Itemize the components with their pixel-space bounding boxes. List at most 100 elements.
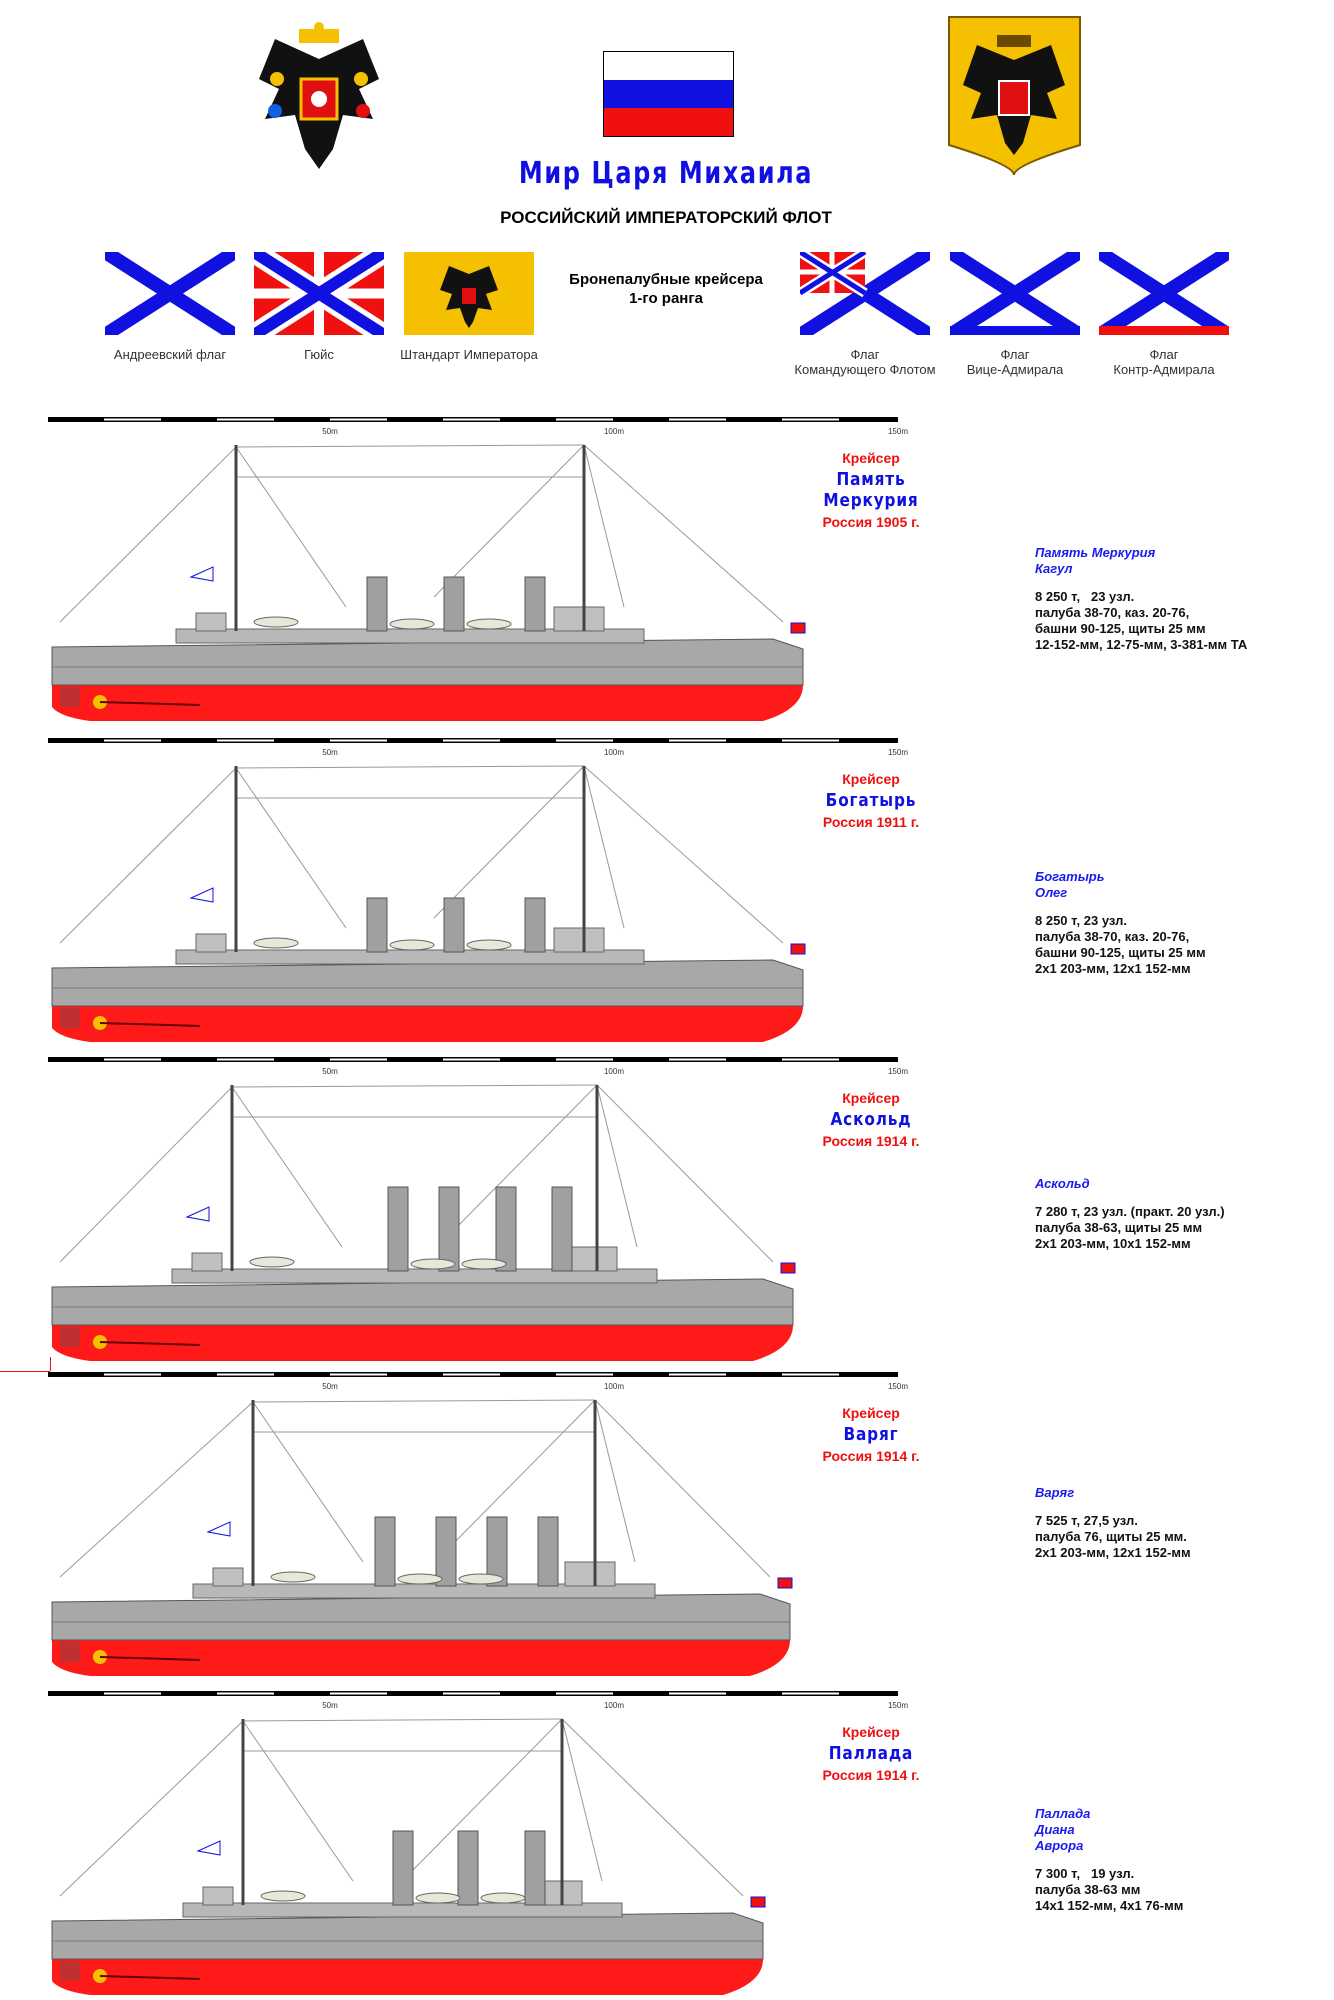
ship-name: Аскольд bbox=[830, 1109, 912, 1130]
page-title: Мир Царя Михаила bbox=[518, 156, 814, 191]
scale-label: 50m bbox=[322, 1701, 338, 1710]
rigging-line bbox=[252, 1399, 596, 1403]
spec-line: 14x1 152-мм, 4x1 76-мм bbox=[1035, 1898, 1184, 1913]
boat bbox=[415, 1892, 461, 1904]
ensign-flag bbox=[189, 887, 214, 903]
underwater-hull bbox=[52, 1959, 763, 1995]
rigging-line bbox=[444, 1399, 596, 1553]
flag-label: Штандарт Императора bbox=[400, 347, 538, 362]
funnel bbox=[438, 1186, 460, 1272]
scale-label: 100m bbox=[604, 748, 624, 757]
jack-flag bbox=[790, 622, 806, 634]
ship-name: Богатырь bbox=[825, 790, 917, 811]
superstructure bbox=[171, 1268, 658, 1284]
scale-bar-segment bbox=[104, 1692, 161, 1695]
flag-label: Гюйс bbox=[304, 347, 334, 362]
scale-bar-segment bbox=[217, 1058, 274, 1061]
scale-label: 50m bbox=[322, 427, 338, 436]
rigging-line bbox=[594, 1399, 771, 1578]
scale-bar-segment bbox=[330, 739, 387, 742]
rigging-line bbox=[594, 1399, 636, 1563]
ship-class-name: Кагул bbox=[1035, 561, 1073, 576]
funnel bbox=[486, 1516, 508, 1587]
rudder bbox=[60, 1008, 80, 1028]
rigging-line bbox=[59, 767, 237, 944]
boat bbox=[270, 1571, 316, 1583]
ensign-flag bbox=[196, 1840, 221, 1856]
hull bbox=[51, 959, 804, 1007]
spec-line: палуба 38-70, каз. 20-76, bbox=[1035, 929, 1190, 944]
scale-label: 100m bbox=[604, 1382, 624, 1391]
funnel bbox=[495, 1186, 517, 1272]
scale-bar-segment bbox=[217, 418, 274, 421]
bridge bbox=[553, 927, 605, 953]
ship-class-name: Варяг bbox=[1035, 1485, 1075, 1500]
scale-bar-segment bbox=[669, 1692, 726, 1695]
underwater-hull bbox=[52, 685, 803, 721]
spec-line: башни 90-125, щиты 25 мм bbox=[1035, 945, 1206, 960]
flag-label: Андреевский флаг bbox=[113, 347, 227, 362]
jack-flag bbox=[750, 1896, 766, 1908]
funnel bbox=[524, 897, 546, 953]
ensign-flag bbox=[189, 566, 214, 582]
scale-bar-segment bbox=[104, 418, 161, 421]
ensign-flag bbox=[206, 1521, 231, 1537]
aft-bridge bbox=[195, 933, 227, 953]
scale-label: 50m bbox=[322, 748, 338, 757]
boat bbox=[397, 1573, 443, 1585]
marker-line bbox=[50, 1357, 51, 1371]
ship-class-name: Богатырь bbox=[1035, 869, 1105, 884]
funnel bbox=[524, 576, 546, 632]
scale-bar-segment bbox=[782, 739, 839, 742]
ship-country-year: Россия 1914 г. bbox=[822, 1448, 920, 1464]
boat bbox=[461, 1258, 507, 1270]
spec-line: 2x1 203-мм, 10x1 152-мм bbox=[1035, 1236, 1191, 1251]
scale-label: 150m bbox=[888, 1701, 908, 1710]
ship-country-year: Россия 1911 г. bbox=[822, 814, 920, 830]
boat bbox=[389, 618, 435, 630]
aft-bridge bbox=[195, 612, 227, 632]
scale-bar-segment bbox=[217, 1692, 274, 1695]
funnel bbox=[443, 897, 465, 953]
bridge bbox=[553, 606, 605, 632]
rigging-line bbox=[433, 444, 585, 598]
scale-bar-segment bbox=[556, 418, 613, 421]
ship-type: Крейсер bbox=[842, 450, 900, 466]
rigging-line bbox=[242, 1718, 563, 1722]
scale-bar-segment bbox=[669, 418, 726, 421]
marker-line bbox=[0, 1371, 50, 1372]
ship-type: Крейсер bbox=[842, 1405, 900, 1421]
scale-bar-segment bbox=[782, 418, 839, 421]
hull bbox=[51, 1912, 764, 1960]
rigging-line bbox=[59, 1401, 254, 1578]
funnel bbox=[457, 1830, 479, 1906]
scale-bar-segment bbox=[669, 1058, 726, 1061]
funnel bbox=[537, 1516, 559, 1587]
scale-bar-segment bbox=[782, 1373, 839, 1376]
aft-bridge bbox=[191, 1252, 223, 1272]
ship-country-year: Россия 1914 г. bbox=[822, 1767, 920, 1783]
rigging-line bbox=[596, 1084, 774, 1263]
funnel bbox=[366, 897, 388, 953]
andreevsky-flag bbox=[105, 252, 235, 335]
rigging-line bbox=[242, 1720, 354, 1882]
scale-label: 150m bbox=[888, 748, 908, 757]
ship-class-names: Варяг bbox=[1035, 1485, 1191, 1501]
scale-label: 50m bbox=[322, 1382, 338, 1391]
spec-line: 7 525 т, 27,5 узл. bbox=[1035, 1513, 1138, 1528]
imperial-standard-flag bbox=[404, 252, 534, 335]
